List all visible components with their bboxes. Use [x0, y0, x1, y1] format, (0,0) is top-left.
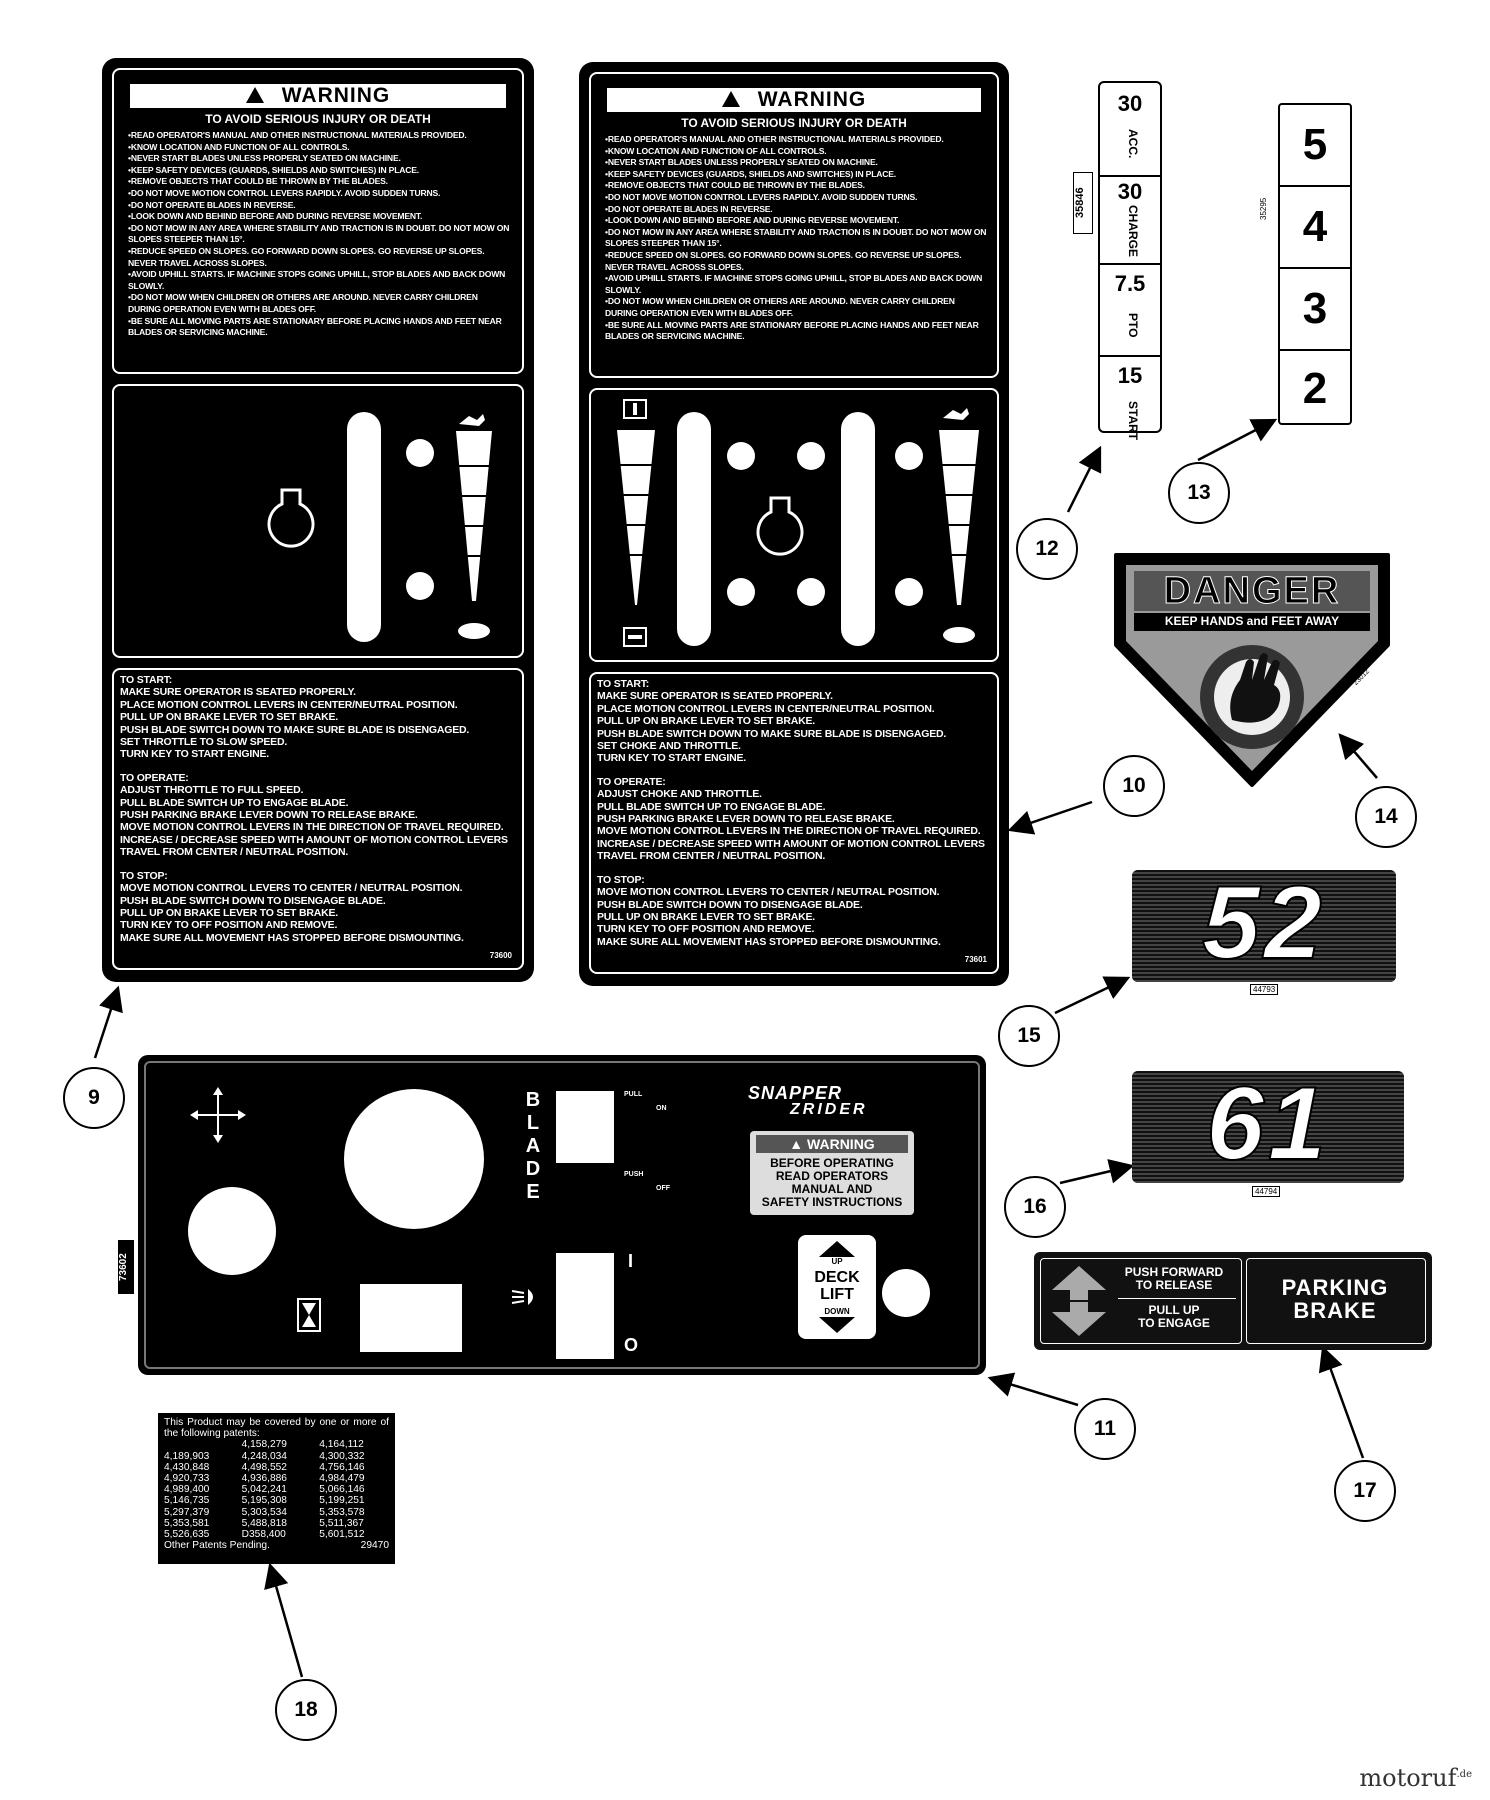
- part-code: 44793: [1250, 984, 1279, 995]
- warning-list: READ OPERATOR'S MANUAL AND OTHER INSTRUC…: [605, 134, 987, 343]
- light-switch-window: [556, 1253, 614, 1359]
- danger-decal-14: [1114, 553, 1390, 787]
- warning-sticker: ▲ WARNING BEFORE OPERATING READ OPERATOR…: [750, 1131, 914, 1215]
- callout-10: 10: [1103, 755, 1165, 817]
- warning-subheading: TO AVOID SERIOUS INJURY OR DEATH: [205, 112, 431, 126]
- ignition-key-icon: [267, 488, 315, 548]
- warning-decal-9: WARNING TO AVOID SERIOUS INJURY OR DEATH…: [102, 58, 534, 982]
- control-diagram: [617, 399, 979, 647]
- lever-hole-icon: [895, 442, 923, 470]
- fuse-cell: 7.5 PTO: [1100, 271, 1160, 357]
- operating-instructions-section: TO START: MAKE SURE OPERATOR IS SEATED P…: [112, 668, 524, 970]
- lever-hole-icon: [727, 578, 755, 606]
- rabbit-fast-icon: [459, 414, 485, 426]
- throttle-wedge-icon: [456, 431, 492, 601]
- part-code: 73601: [964, 955, 987, 964]
- deck-size-decal-15: 52: [1132, 870, 1396, 982]
- hourmeter-icon: [297, 1298, 321, 1332]
- control-diagram-section: [589, 388, 999, 662]
- hand-icon: [1230, 653, 1281, 723]
- callout-12: 12: [1016, 518, 1078, 580]
- part-code: 44794: [1252, 1186, 1281, 1197]
- callout-16: 16: [1004, 1176, 1066, 1238]
- callout-11: 11: [1074, 1398, 1136, 1460]
- danger-subtitle: KEEP HANDS and FEET AWAY: [1164, 614, 1340, 628]
- lever-hole-icon: [797, 578, 825, 606]
- control-diagram-section: [112, 384, 524, 658]
- part-code: 73600: [489, 951, 512, 960]
- brand-logo: SNAPPER: [748, 1083, 843, 1103]
- lever-hole-icon: [727, 442, 755, 470]
- warning-subheading: TO AVOID SERIOUS INJURY OR DEATH: [681, 116, 907, 130]
- warning-heading: WARNING: [130, 84, 506, 108]
- push-pull-arrows-icon: [1052, 1266, 1106, 1336]
- warning-triangle-icon: [721, 91, 740, 107]
- lever-hole-icon: [406, 439, 434, 467]
- parking-brake-title: PARKING BRAKE: [1281, 1275, 1389, 1323]
- callout-18: 18: [275, 1679, 337, 1741]
- fuse-cell: 30 CHARGE: [1100, 179, 1160, 265]
- control-diagram: [267, 412, 492, 642]
- parking-brake-decal-17: PUSH FORWARD TO RELEASE PULL UP TO ENGAG…: [1034, 1252, 1432, 1350]
- control-lever-slot: [677, 412, 711, 646]
- deck-size-decal-16: 61: [1132, 1071, 1404, 1183]
- choke-wedge-icon: [617, 430, 655, 605]
- lever-hole-icon: [797, 442, 825, 470]
- brand-model: ZRIDER: [790, 1101, 868, 1118]
- throttle-hole: [188, 1187, 276, 1275]
- control-lever-slot: [841, 412, 875, 646]
- watermark: motoruf.de: [1359, 1764, 1472, 1792]
- part-code: 35846: [1073, 172, 1093, 234]
- warning-heading: WARNING: [607, 88, 981, 112]
- warning-section: WARNING TO AVOID SERIOUS INJURY OR DEATH…: [589, 72, 999, 378]
- height-scale-decal-13: 5 4 3 2: [1278, 103, 1352, 425]
- operating-instructions-section: TO START: MAKE SURE OPERATOR IS SEATED P…: [589, 672, 999, 974]
- blade-label: BLADE: [525, 1089, 541, 1203]
- fuse-cell: 15 START: [1117, 363, 1143, 441]
- part-code: 73602: [118, 1240, 134, 1294]
- callout-14: 14: [1355, 786, 1417, 848]
- blade-switch-window: [556, 1091, 614, 1163]
- throttle-wedge-icon: [939, 430, 979, 605]
- choke-closed-icon: [623, 627, 647, 647]
- deck-size-number: 61: [1205, 1071, 1330, 1183]
- warning-decal-10: WARNING TO AVOID SERIOUS INJURY OR DEATH…: [579, 62, 1009, 986]
- callout-17: 17: [1334, 1460, 1396, 1522]
- deck-size-number: 52: [1201, 870, 1326, 982]
- callout-15: 15: [998, 1005, 1060, 1067]
- lever-hole-icon: [406, 572, 434, 600]
- turtle-slow-icon: [458, 623, 490, 639]
- lever-hole-icon: [895, 578, 923, 606]
- danger-title: DANGER: [1163, 570, 1341, 613]
- fuse-cell: 30 ACC.: [1100, 91, 1160, 177]
- warning-list: READ OPERATOR'S MANUAL AND OTHER INSTRUC…: [128, 130, 512, 339]
- dash-panel-decal-11: BLADE PULL ON PUSH OFF I O SNAPPER ZRIDE…: [138, 1055, 986, 1375]
- callout-9: 9: [63, 1067, 125, 1129]
- warning-triangle-icon: [245, 87, 264, 103]
- rabbit-fast-icon: [943, 408, 969, 420]
- headlight-icon: [511, 1289, 533, 1305]
- part-code: 35295: [1259, 197, 1268, 220]
- choke-open-icon: [623, 399, 647, 419]
- warning-section: WARNING TO AVOID SERIOUS INJURY OR DEATH…: [112, 68, 524, 374]
- hourmeter-window: [360, 1284, 462, 1352]
- ignition-key-icon: [756, 496, 804, 556]
- turtle-slow-icon: [943, 627, 975, 643]
- fuse-label-decal-12: 30 ACC. 30 CHARGE 7.5 PTO 15 START: [1098, 81, 1162, 440]
- callout-13: 13: [1168, 462, 1230, 524]
- ignition-hole: [344, 1089, 484, 1229]
- choke-hole: [882, 1269, 930, 1317]
- directional-arrows-icon: [190, 1087, 246, 1143]
- patent-label-18: This Product may be covered by one or mo…: [158, 1413, 395, 1564]
- control-lever-slot: [347, 412, 381, 642]
- deck-lift-switch: UP DECK LIFT DOWN: [798, 1235, 876, 1339]
